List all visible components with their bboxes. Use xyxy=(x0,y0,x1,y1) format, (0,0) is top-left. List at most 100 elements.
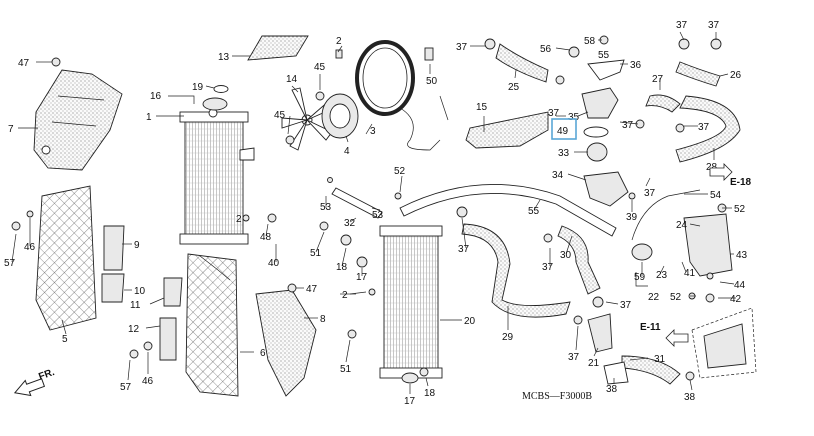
highlight-box xyxy=(551,118,577,140)
callout-25: 25 xyxy=(508,82,520,93)
callout-43: 43 xyxy=(736,250,748,261)
reference-e11-label: E-11 xyxy=(640,322,661,333)
callout-27: 27 xyxy=(652,74,664,85)
part-38-clamp xyxy=(603,361,629,385)
part-16-radiator-cap xyxy=(202,97,228,111)
callout-11: 11 xyxy=(130,300,141,311)
callout-18a: 18 xyxy=(336,262,348,273)
callout-2: 2 xyxy=(336,36,342,47)
part-49-o-ring xyxy=(583,126,609,138)
callout-40: 40 xyxy=(268,258,280,269)
part-55-pipe xyxy=(399,184,617,237)
callout-32: 32 xyxy=(344,218,356,229)
callout-5: 5 xyxy=(62,334,68,345)
callout-46a: 46 xyxy=(24,242,36,253)
callout-48: 48 xyxy=(260,232,272,243)
callout-57b: 57 xyxy=(120,382,132,393)
direction-arrow-icon xyxy=(13,378,46,397)
part-13-pad xyxy=(247,35,309,61)
callout-55b: 55 xyxy=(528,206,540,217)
callout-31: 31 xyxy=(654,354,666,365)
reference-e18[interactable]: E-18 xyxy=(709,163,752,188)
callout-58: 58 xyxy=(584,36,596,47)
callout-2c: 2 xyxy=(342,290,348,301)
callout-17b: 17 xyxy=(404,396,416,407)
callout-57a: 57 xyxy=(4,258,16,269)
callout-26: 26 xyxy=(730,70,742,81)
callout-53a: 53 xyxy=(320,202,332,213)
callout-33: 33 xyxy=(558,148,570,159)
callout-37k: 37 xyxy=(620,300,632,311)
callout-16: 16 xyxy=(150,91,162,102)
callout-28: 28 xyxy=(706,162,718,173)
callout-37j: 37 xyxy=(568,352,580,363)
part-12-pad xyxy=(159,317,177,361)
water-pump-cover xyxy=(703,323,747,369)
parts-artwork xyxy=(11,35,757,397)
callout-30: 30 xyxy=(560,250,572,261)
arrow-left-icon xyxy=(665,329,689,347)
part-30-hose xyxy=(557,225,601,295)
leader-lines xyxy=(11,31,736,394)
callout-1: 1 xyxy=(146,112,152,123)
callout-47b: 47 xyxy=(306,284,318,295)
part-7-shroud xyxy=(33,69,123,171)
callout-46b: 46 xyxy=(142,376,154,387)
part-10-pad xyxy=(101,273,125,303)
callout-41: 41 xyxy=(684,268,696,279)
part-26-hose xyxy=(675,61,721,87)
part-29-hose xyxy=(461,223,571,318)
callout-37g: 37 xyxy=(644,188,656,199)
callout-37e: 37 xyxy=(622,120,634,131)
callout-9: 9 xyxy=(134,240,140,251)
part-8-guide xyxy=(255,289,317,397)
part-36-bracket xyxy=(587,59,625,81)
part-33-thermostat xyxy=(586,142,608,162)
callout-22: 22 xyxy=(648,292,660,303)
callout-54: 54 xyxy=(710,190,722,201)
part-25-hose xyxy=(495,43,549,83)
part-11-pad xyxy=(163,277,183,307)
part-28-hose xyxy=(675,95,741,163)
callout-35: 35 xyxy=(568,112,580,123)
callout-59: 59 xyxy=(634,272,646,283)
callout-37f: 37 xyxy=(698,122,710,133)
callout-17a: 17 xyxy=(356,272,368,283)
callout-19: 19 xyxy=(192,82,204,93)
reference-e11[interactable]: E-11 xyxy=(640,322,689,347)
callout-8: 8 xyxy=(320,314,326,325)
callout-45b: 45 xyxy=(274,110,286,121)
callout-12: 12 xyxy=(128,324,140,335)
callout-18b: 18 xyxy=(424,388,436,399)
direction-label: FR. xyxy=(37,367,56,383)
part-15-cover xyxy=(465,111,549,149)
callout-3: 3 xyxy=(370,126,376,137)
callout-13: 13 xyxy=(218,52,230,63)
callout-51b: 51 xyxy=(340,364,352,375)
callout-6: 6 xyxy=(260,348,266,359)
callout-37a: 37 xyxy=(456,42,468,53)
part-6-shroud xyxy=(185,253,239,397)
callout-52c: 52 xyxy=(670,292,682,303)
callout-56: 56 xyxy=(540,44,552,55)
callout-44: 44 xyxy=(734,280,746,291)
part-21-joint xyxy=(587,313,613,353)
callout-37i: 37 xyxy=(542,262,554,273)
callout-34: 34 xyxy=(552,170,564,181)
callout-49: 49 xyxy=(557,126,569,137)
callout-37b: 37 xyxy=(676,20,688,31)
callout-21: 21 xyxy=(588,358,600,369)
diagram-code: MCBS—F3000B xyxy=(522,391,592,402)
callout-14: 14 xyxy=(286,74,298,85)
callout-38b: 38 xyxy=(684,392,696,403)
callout-37d: 37 xyxy=(548,108,560,119)
callout-20: 20 xyxy=(464,316,476,327)
part-34-thermostat-housing xyxy=(583,171,629,207)
part-59-tank-cap xyxy=(631,243,653,261)
callout-labels: 47 7 13 2 50 16 19 1 14 45 45 3 4 37 25 … xyxy=(4,20,748,407)
callout-50: 50 xyxy=(426,76,438,87)
part-24-reserve-tank xyxy=(683,213,733,277)
callout-10: 10 xyxy=(134,286,146,297)
callout-23: 23 xyxy=(656,270,668,281)
callout-4: 4 xyxy=(344,146,350,157)
